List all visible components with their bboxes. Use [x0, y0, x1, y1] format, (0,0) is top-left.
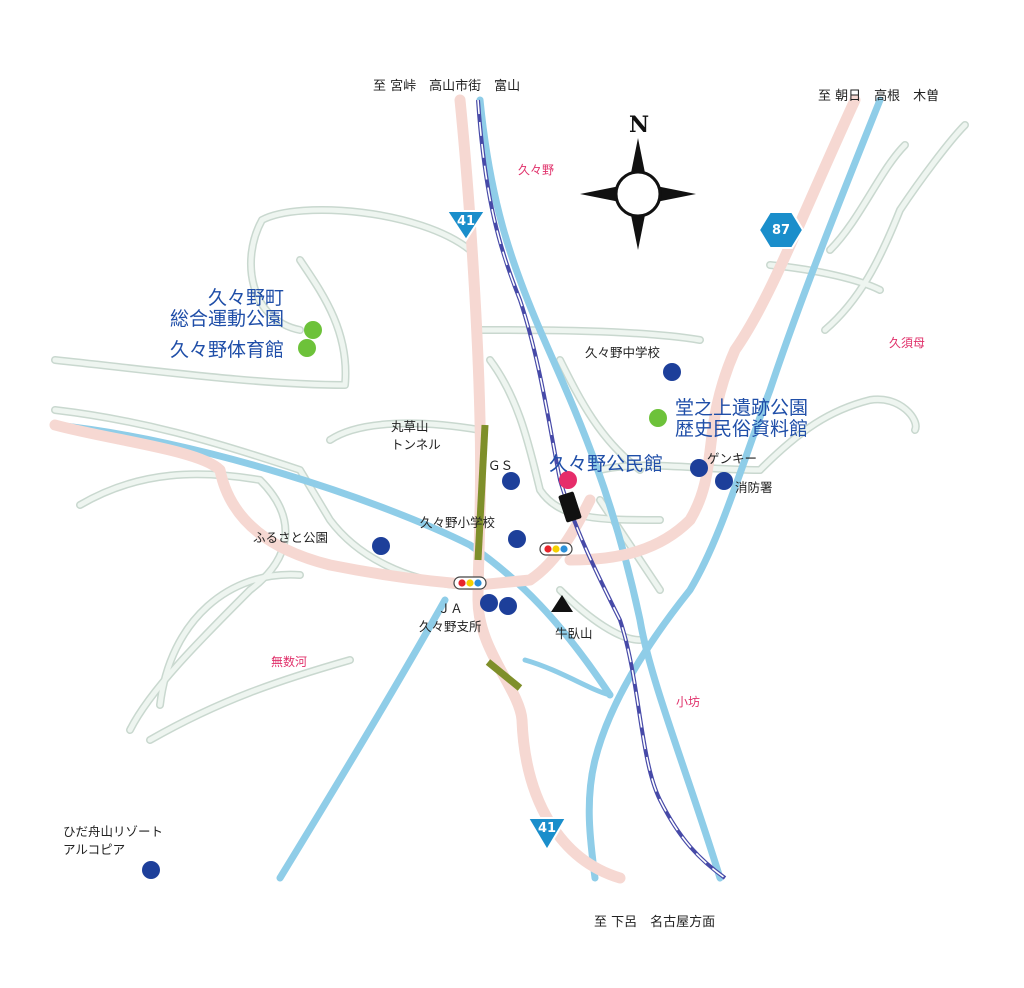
junior-high-marker: [663, 363, 681, 381]
area-kobo: 小坊: [676, 695, 701, 709]
area-kuguno: 久々野: [518, 163, 555, 177]
destination-northeast: 至 朝日 高根 木曽: [818, 89, 940, 104]
gas-station-marker: [502, 472, 520, 490]
ja-branch-label: ＪＡ 久々野支所: [419, 601, 482, 635]
traffic-signal-icon: [453, 576, 487, 590]
junior-high-label: 久々野中学校: [585, 345, 661, 360]
local-roads: [51, 121, 969, 744]
furusato-park-marker: [372, 537, 390, 555]
ruins-park-marker: [649, 409, 667, 427]
route-41-north-shield-icon: [445, 210, 487, 242]
community-center-marker: [559, 471, 577, 489]
genki-label: ゲンキー: [707, 451, 758, 466]
fire-station-label: 消防署: [735, 480, 773, 495]
traffic-signal-icon: [539, 542, 573, 556]
mountain-icon: [551, 595, 573, 612]
railway: [476, 99, 727, 880]
ruins-park-label: 堂之上遺跡公園 歴史民俗資料館: [675, 397, 809, 441]
tunnel-label: 丸草山 トンネル: [391, 419, 441, 453]
sports-park-label: 久々野町 総合運動公園: [170, 287, 285, 331]
furusato-park-label: ふるさと公園: [253, 530, 329, 545]
gas-station-label: ＧＳ: [488, 458, 514, 473]
gym-marker: [298, 339, 316, 357]
compass-rose-icon: [580, 138, 696, 250]
elementary-marker: [508, 530, 526, 548]
gym-label: 久々野体育館: [170, 339, 285, 361]
genki-marker: [690, 459, 708, 477]
sports-park-marker: [304, 321, 322, 339]
route-41-north-label: 41: [456, 214, 476, 229]
area-mukazu: 無数河: [271, 655, 308, 669]
resort-marker: [142, 861, 160, 879]
resort-label: ひだ舟山リゾート アルコピア: [63, 824, 164, 858]
tunnels: [474, 424, 523, 691]
route-87-label: 87: [771, 223, 791, 238]
mountain-label: 牛臥山: [555, 626, 593, 641]
area-kusumo: 久須母: [889, 336, 926, 350]
destination-south: 至 下呂 名古屋方面: [594, 915, 716, 930]
route-41-south-shield-icon: [526, 817, 568, 852]
community-center-label: 久々野公民館: [549, 453, 664, 475]
ja-branch-marker: [499, 597, 517, 615]
ja-marker: [480, 594, 498, 612]
station-marker: [558, 491, 582, 523]
north-label: N: [629, 112, 650, 138]
fire-station-marker: [715, 472, 733, 490]
poi-markers: [142, 321, 733, 879]
route-41-south-label: 41: [537, 821, 557, 836]
route-87-shield-icon: [757, 211, 805, 249]
destination-north: 至 宮峠 高山市街 富山: [373, 79, 521, 94]
elementary-label: 久々野小学校: [420, 515, 496, 530]
rivers: [51, 96, 884, 882]
